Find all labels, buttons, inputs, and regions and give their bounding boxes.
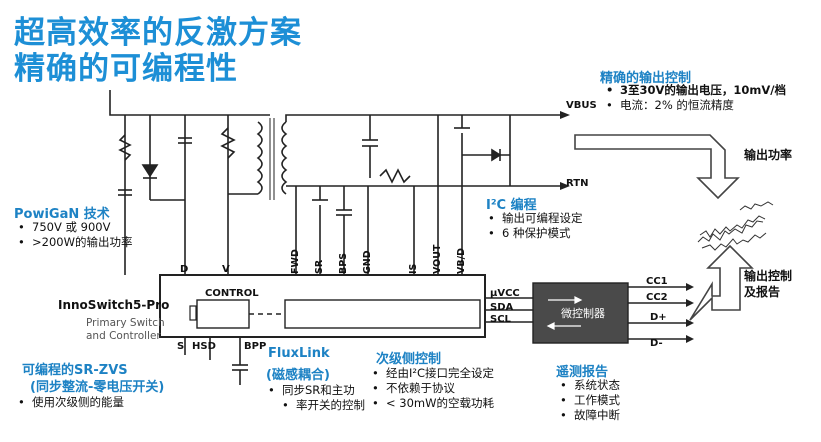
page-title-line1: 超高效率的反激方案 — [14, 15, 302, 51]
srzvs-heading2: (同步整流-零电压开关) — [30, 380, 165, 395]
chip-sub1: Primary Switch — [86, 317, 165, 329]
mcu-label: 微控制器 — [561, 307, 605, 320]
telemetry-item: 故障中断 — [560, 408, 620, 423]
output-control-item: 3至30V的输出电压，10mV/档 — [606, 83, 786, 98]
secondary-item: 经由I²C接口完全设定 — [372, 366, 494, 381]
srzvs-item: 使用次级侧的能量 — [18, 395, 124, 410]
fluxlink-heading1: FluxLink — [268, 346, 330, 361]
output-power-label: 输出功率 — [744, 148, 793, 162]
vbus-label: VBUS — [566, 100, 597, 111]
i2c-heading: I²C 编程 — [486, 198, 537, 213]
cc2-label: CC2 — [646, 292, 668, 303]
pin-is: IS — [408, 263, 419, 274]
pin-bps: BPS — [338, 252, 349, 274]
i2c-item: 6 种保护模式 — [488, 226, 583, 241]
dplus-label: D+ — [650, 312, 667, 323]
powigan-list: 750V 或 900V >200W的输出功率 — [18, 220, 132, 250]
powigan-heading: PowiGaN 技术 — [14, 207, 110, 222]
srzvs-heading1: 可编程的SR-ZVS — [22, 363, 128, 378]
fluxlink-list: 同步SR和主功 率开关的控制 — [268, 383, 365, 413]
telemetry-item: 工作模式 — [560, 393, 620, 408]
page-title-line2: 精确的可编程性 — [14, 51, 238, 87]
pin-sr: SR — [314, 259, 325, 274]
srzvs-list: 使用次级侧的能量 — [18, 395, 124, 410]
telemetry-item: 系统状态 — [560, 378, 620, 393]
secondary-item: 不依赖于协议 — [372, 381, 494, 396]
pin-fwd: FWD — [290, 249, 301, 274]
dminus-label: D- — [650, 338, 663, 349]
rtn-label: RTN — [566, 178, 589, 189]
pin-uvcc: µVCC — [490, 288, 520, 299]
pin-s: S — [177, 341, 185, 352]
pin-vbd: VB/D — [456, 248, 467, 274]
i2c-list: 输出可编程设定 6 种保护模式 — [488, 211, 583, 241]
secondary-heading: 次级侧控制 — [376, 352, 442, 367]
fluxlink-item: 同步SR和主功 — [268, 383, 365, 398]
control-label: CONTROL — [205, 288, 259, 299]
pin-vout: VOUT — [432, 244, 443, 274]
pin-v: V — [222, 264, 230, 275]
pin-d: D — [180, 264, 189, 275]
pin-gnd: GND — [362, 250, 373, 274]
output-control-list: 3至30V的输出电压，10mV/档 电流：2% 的恒流精度 — [606, 83, 786, 113]
pin-sda: SDA — [490, 302, 514, 313]
telemetry-list: 系统状态 工作模式 故障中断 — [560, 378, 620, 423]
pin-hsd: HSD — [192, 341, 216, 352]
secondary-item: < 30mW的空载功耗 — [372, 396, 494, 411]
chip-name: InnoSwitch5-Pro — [58, 298, 170, 312]
chip-sub2: and Controller — [86, 330, 161, 342]
waveform-image — [697, 201, 774, 251]
output-control-item: 电流：2% 的恒流精度 — [606, 98, 786, 113]
powigan-item: >200W的输出功率 — [18, 235, 132, 250]
telemetry-heading: 遥测报告 — [556, 365, 609, 380]
fluxlink-heading2: (磁感耦合) — [266, 368, 330, 383]
powigan-item: 750V 或 900V — [18, 220, 132, 235]
cc1-label: CC1 — [646, 276, 668, 287]
control-report-label-2: 及报告 — [744, 285, 781, 299]
secondary-list: 经由I²C接口完全设定 不依赖于协议 < 30mW的空载功耗 — [372, 366, 494, 411]
fluxlink-item: 率开关的控制 — [268, 398, 365, 413]
i2c-item: 输出可编程设定 — [488, 211, 583, 226]
pin-scl: SCL — [490, 314, 511, 325]
mcu-block — [532, 282, 629, 344]
pin-bpp: BPP — [244, 341, 267, 352]
control-report-label-1: 输出控制 — [744, 269, 793, 283]
